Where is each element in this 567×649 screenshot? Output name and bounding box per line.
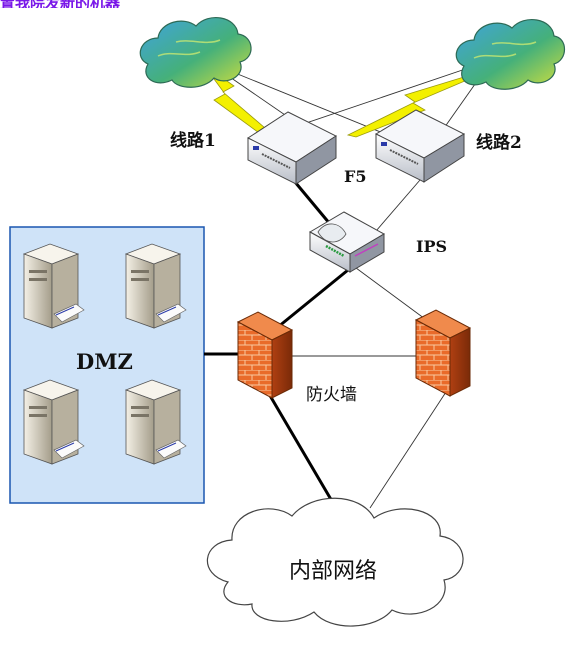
firewall-label: 防火墙 [306,385,357,405]
internet-cloud-1-icon [139,17,252,88]
f5-device-2-icon [374,109,466,183]
line-2-label: 线路2 [476,132,522,153]
dmz-server-4-icon [124,379,187,465]
top-title-text: 置我院发新的机器 [0,0,120,8]
firewall-2-icon [414,309,472,397]
ips-label: IPS [416,237,447,256]
dmz-server-2-icon [124,243,187,329]
firewall-1-icon [236,311,294,399]
f5-device-1-icon [246,111,338,185]
f5-label: F5 [344,167,367,186]
lightning-bolt-2 [346,65,501,138]
dmz-server-3-icon [22,379,85,465]
internet-cloud-2-icon [455,19,566,90]
line-1-label: 线路1 [170,130,216,151]
dmz-server-1-icon [22,243,85,329]
internal-network-label: 内部网络 [289,559,377,584]
dmz-label: DMZ [76,349,133,374]
ips-device-icon [308,211,386,273]
internal-network-cloud [206,497,464,627]
